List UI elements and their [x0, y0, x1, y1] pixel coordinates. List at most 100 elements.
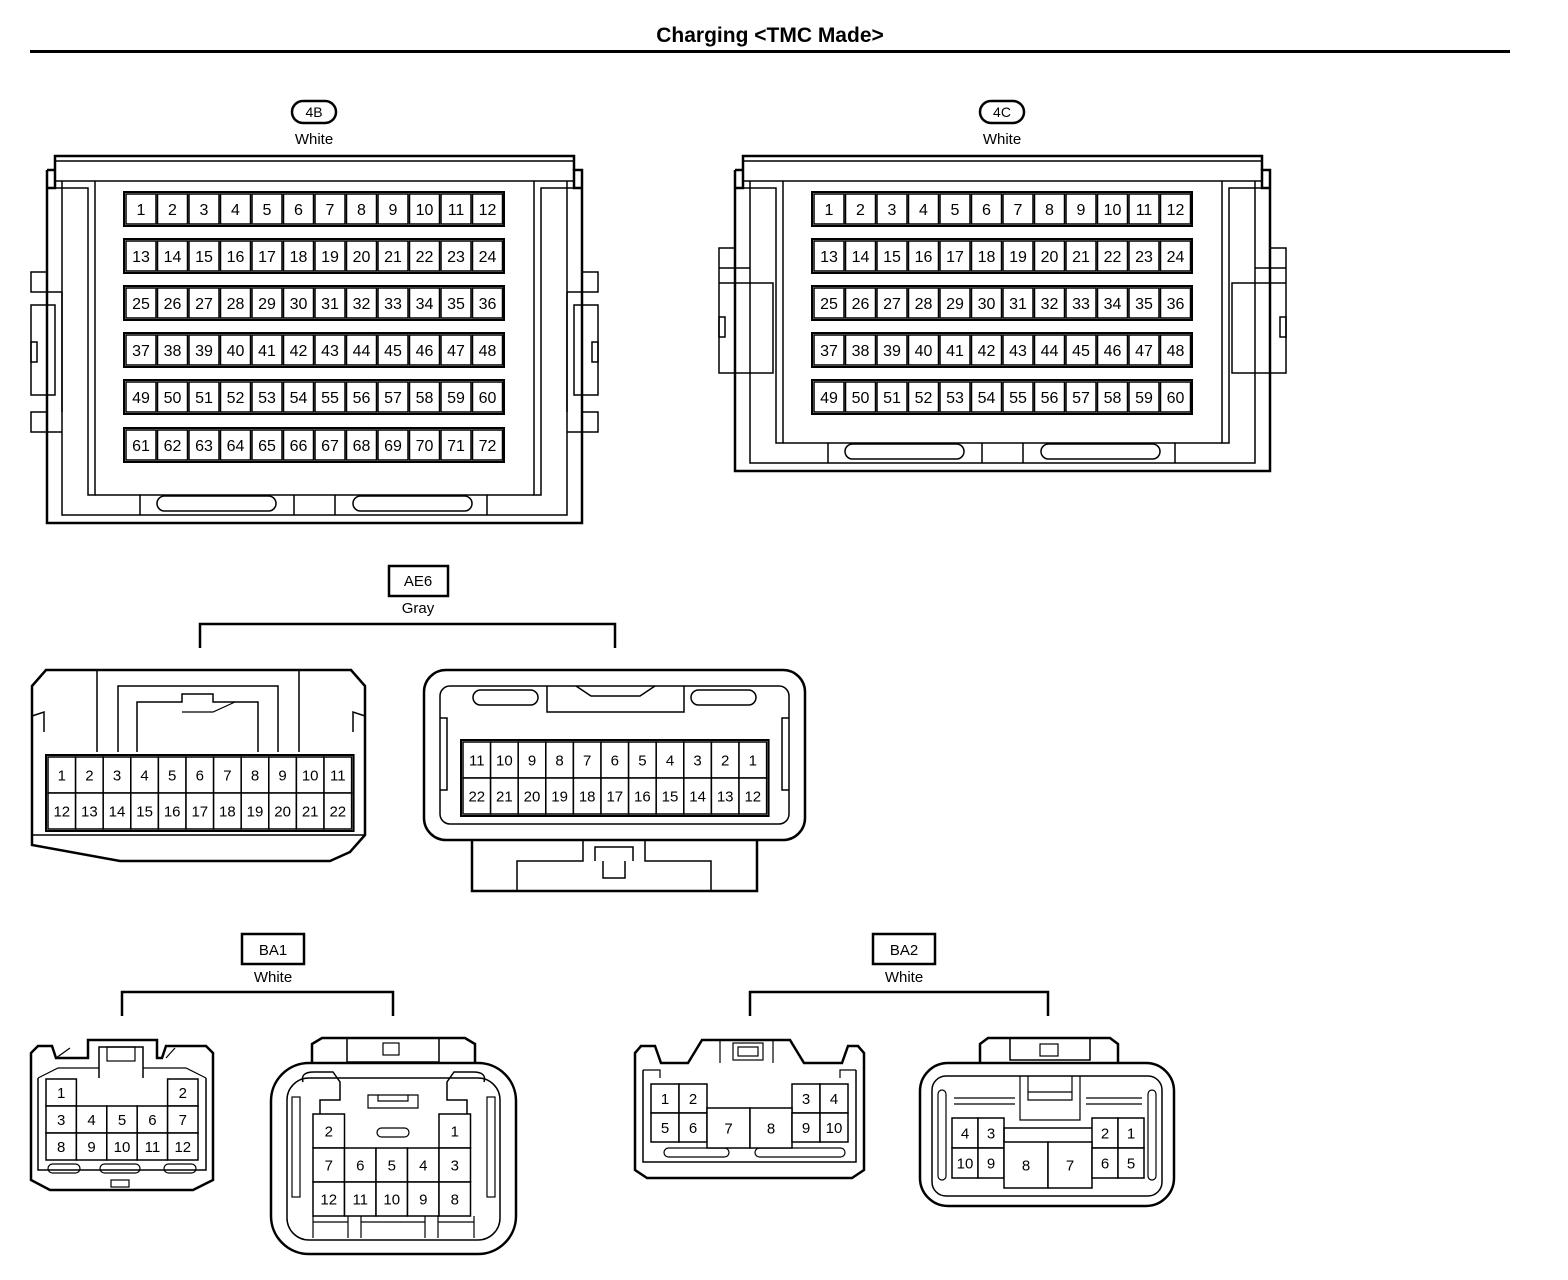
pin-4c: 3: [876, 193, 908, 225]
pin-4b-label: 58: [416, 390, 434, 407]
pin-ba1-left: 12: [166, 1132, 199, 1161]
pin-ae6-left-label: 15: [136, 803, 153, 820]
pin-4b: 12: [471, 193, 504, 225]
pin-4b-label: 72: [479, 438, 497, 455]
pin-4b: 16: [219, 240, 252, 272]
pin-ae6-right: 5: [627, 741, 657, 779]
pin-4b: 2: [156, 193, 189, 225]
pin-ae6-right: 10: [489, 741, 519, 779]
connector-ae6-left-frame: [45, 754, 355, 832]
pin-4b-label: 21: [384, 249, 402, 266]
pin-4b: 1: [125, 193, 157, 225]
pin-4b-label: 37: [132, 343, 150, 360]
pin-4c-label: 31: [1009, 296, 1027, 313]
pin-4b-label: 53: [258, 390, 276, 407]
pin-ae6-left: 5: [157, 756, 187, 794]
pin-ba1-right: 11: [343, 1181, 377, 1217]
pin-4b-label: 66: [290, 438, 308, 455]
pin-ba1-left: 8: [45, 1132, 78, 1161]
pin-4b: 54: [282, 381, 315, 413]
pin-4b-label: 25: [132, 296, 150, 313]
pin-4b: 38: [156, 334, 189, 366]
pin-ba1-right: 6: [343, 1147, 377, 1183]
pin-4b: 33: [377, 287, 409, 319]
pin-4c: 47: [1128, 334, 1160, 366]
pin-4b: 68: [345, 429, 378, 461]
pin-ba1-right-label: 7: [325, 1157, 333, 1174]
pin-4c-label: 26: [852, 296, 870, 313]
pin-4b: 23: [440, 240, 472, 272]
pin-4b-label: 18: [290, 249, 308, 266]
pin-ae6-right-label: 6: [611, 752, 619, 769]
pin-ba2-right-label: 6: [1101, 1155, 1109, 1172]
pin-4c: 14: [844, 240, 877, 272]
pin-4c-label: 2: [856, 202, 865, 219]
pin-ae6-right-label: 19: [551, 788, 568, 805]
pin-4c: 31: [1002, 287, 1034, 319]
pin-ba1-right: 7: [312, 1147, 346, 1183]
pin-4b: 61: [125, 429, 157, 461]
pin-4b: 69: [377, 429, 409, 461]
pin-ba2-left-label: 10: [826, 1120, 843, 1137]
pin-4b: 30: [282, 287, 315, 319]
connector-4c-row: [811, 379, 1193, 415]
pin-4c: 48: [1159, 334, 1192, 366]
pin-4b: 39: [188, 334, 220, 366]
pin-4c-label: 49: [820, 390, 838, 407]
pin-ae6-right: 12: [738, 777, 768, 815]
pin-4b-label: 30: [290, 296, 308, 313]
pin-ae6-right-label: 2: [721, 752, 729, 769]
pin-ae6-left-label: 22: [329, 803, 346, 820]
pin-ba1-right: 3: [438, 1147, 472, 1183]
connector-ba2-color: White: [885, 969, 923, 986]
pin-4b: 71: [440, 429, 472, 461]
pin-ae6-right-label: 22: [468, 788, 485, 805]
pin-ae6-left: 8: [240, 756, 270, 794]
pin-4c-label: 37: [820, 343, 838, 360]
pin-ae6-left: 3: [102, 756, 132, 794]
pin-ba2-left: 7: [706, 1107, 751, 1149]
pin-ba1-left-label: 3: [57, 1112, 65, 1129]
pin-4c: 7: [1002, 193, 1034, 225]
pin-4c: 6: [970, 193, 1003, 225]
pin-ae6-left-label: 5: [168, 767, 176, 784]
pin-4b-label: 60: [479, 390, 497, 407]
pin-ba1-left-label: 10: [114, 1139, 131, 1156]
pin-4b-label: 27: [195, 296, 213, 313]
pin-4c-label: 42: [978, 343, 996, 360]
pin-ba1-left-label: 11: [145, 1139, 161, 1156]
pin-ba1-left-label: 1: [57, 1085, 65, 1102]
pin-4c: 29: [939, 287, 971, 319]
pin-4c-label: 46: [1104, 343, 1122, 360]
pin-4c: 54: [970, 381, 1003, 413]
pin-4b-label: 69: [384, 438, 402, 455]
pin-4b-label: 65: [258, 438, 276, 455]
pin-4b-label: 54: [290, 390, 308, 407]
pin-4c-label: 25: [820, 296, 838, 313]
pin-4c: 40: [907, 334, 940, 366]
pin-ae6-left: 9: [268, 756, 298, 794]
pin-ae6-left: 7: [212, 756, 242, 794]
pin-ae6-left: 14: [102, 792, 132, 830]
pin-ba2-right: 7: [1047, 1141, 1093, 1189]
pin-ae6-right: 22: [462, 777, 492, 815]
pin-4c-label: 41: [946, 343, 964, 360]
pin-ba2-left-label: 2: [689, 1091, 697, 1108]
pin-4c: 5: [939, 193, 971, 225]
pin-4c-label: 6: [982, 202, 991, 219]
pin-ae6-left-label: 1: [58, 767, 66, 784]
pin-4c-label: 7: [1014, 202, 1023, 219]
pin-4c: 53: [939, 381, 971, 413]
pin-4c-label: 12: [1167, 202, 1185, 219]
pin-4b: 31: [314, 287, 346, 319]
pin-4c-label: 34: [1104, 296, 1122, 313]
pin-ba2-right-label: 10: [957, 1155, 974, 1172]
pin-4b-label: 39: [195, 343, 213, 360]
pin-4b-label: 50: [164, 390, 182, 407]
pin-ae6-right: 7: [572, 741, 602, 779]
pin-4b-label: 11: [448, 202, 465, 219]
pin-ae6-right: 18: [572, 777, 602, 815]
pin-ba2-left-label: 4: [830, 1091, 838, 1108]
pin-4b-label: 9: [389, 202, 398, 219]
pin-4b: 48: [471, 334, 504, 366]
